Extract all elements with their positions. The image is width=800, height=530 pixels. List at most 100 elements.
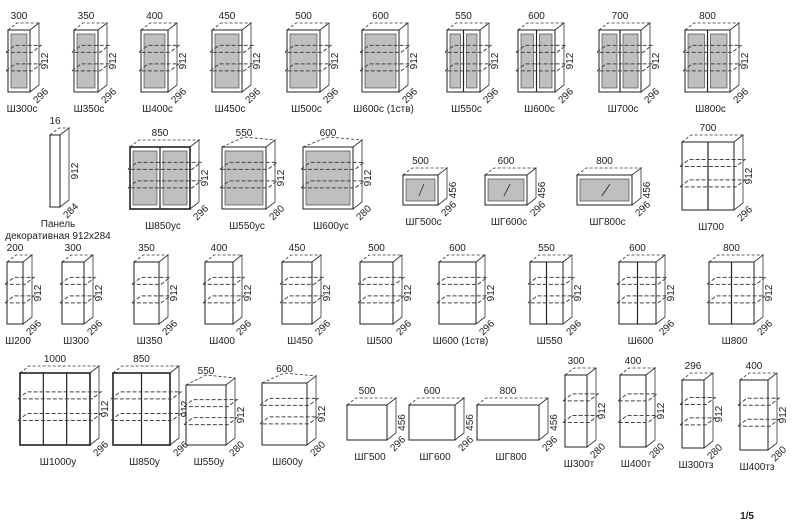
width-dim: 600 <box>276 364 293 375</box>
shelf <box>284 63 333 72</box>
depth-dim: 280 <box>267 203 287 223</box>
cabinet-name: Ш700 <box>698 222 724 233</box>
cabinet-front <box>204 261 234 325</box>
height-dim: 912 <box>573 284 584 301</box>
cabinet-name: Ш300тз <box>678 460 713 471</box>
height-dim: 912 <box>252 52 263 69</box>
glass-pane <box>466 33 478 89</box>
width-dim: 600 <box>320 128 337 139</box>
glass-pane <box>449 33 461 89</box>
shelf <box>110 391 183 400</box>
cabinet-side <box>22 254 33 325</box>
width-dim: 296 <box>685 361 702 372</box>
height-dim: 912 <box>666 284 677 301</box>
cabinet-side <box>225 377 236 446</box>
height-dim: 912 <box>276 169 287 186</box>
width-dim: 500 <box>295 11 312 22</box>
shelf <box>562 393 600 402</box>
cabinet-front <box>739 379 769 451</box>
cabinet-side <box>645 367 656 448</box>
cabinet-top <box>597 22 652 31</box>
shelf <box>359 44 412 53</box>
cabinet-name: ШГ500 <box>354 452 386 463</box>
cabinet-top <box>111 365 181 374</box>
shelf <box>59 295 97 304</box>
cabinet-side <box>479 22 490 93</box>
cabinet-name: Ш350 <box>137 336 163 347</box>
shelf <box>527 276 576 285</box>
cabinet-side <box>538 397 549 441</box>
height-dim: 912 <box>200 169 211 186</box>
height-dim: 456 <box>642 181 653 198</box>
width-dim: 700 <box>612 11 629 22</box>
cabinet-name: Ш700с <box>608 104 639 115</box>
height-dim: 912 <box>70 162 81 179</box>
cabinet-side <box>386 397 397 441</box>
glass-mark <box>503 183 511 197</box>
cabinet-side <box>311 254 322 325</box>
shelf <box>138 44 181 53</box>
cabinet-front <box>19 372 91 446</box>
height-dim: 456 <box>448 181 459 198</box>
cabinet-name: Ш600 <box>628 336 654 347</box>
shelf <box>444 44 493 53</box>
width-dim: 400 <box>146 11 163 22</box>
cabinet-name: Ш600ус <box>313 221 349 232</box>
cabinet-side <box>392 254 403 325</box>
shelf <box>679 179 747 188</box>
shelf <box>596 63 654 72</box>
cabinet-front <box>261 382 308 446</box>
cabinet-side <box>640 22 651 93</box>
height-dim: 912 <box>403 284 414 301</box>
depth-dim: 296 <box>243 86 263 106</box>
shelf <box>357 295 406 304</box>
width-dim: 600 <box>528 11 545 22</box>
width-dim: 1000 <box>44 354 67 365</box>
shelf <box>300 161 366 170</box>
cabinet-top <box>483 167 538 176</box>
shelf <box>71 63 111 72</box>
cabinet-top <box>18 365 101 374</box>
width-dim: 600 <box>629 243 646 254</box>
width-dim: 550 <box>455 11 472 22</box>
cabinet-name: Ш400т <box>621 459 652 470</box>
shelf <box>4 295 36 304</box>
cabinet-front <box>681 379 705 449</box>
width-dim: 400 <box>211 243 228 254</box>
height-dim: 912 <box>764 284 775 301</box>
glass-pane <box>289 33 318 89</box>
cabinet-side <box>767 372 778 451</box>
cabinet-side <box>454 397 465 441</box>
cabinet-name: ШГ600с <box>491 217 527 228</box>
cabinet-name: Ш550 <box>537 336 563 347</box>
shelf <box>515 63 568 72</box>
cabinet-name: ШГ800с <box>589 217 625 228</box>
width-dim: 600 <box>424 386 441 397</box>
cabinet-side <box>167 22 178 93</box>
shelf <box>202 276 246 285</box>
height-dim: 912 <box>236 406 247 423</box>
cabinet-side <box>169 365 180 446</box>
cabinet-front <box>49 134 61 208</box>
cabinet-front <box>133 261 160 325</box>
shelf <box>202 295 246 304</box>
glass-pane <box>622 33 639 89</box>
height-dim: 912 <box>490 52 501 69</box>
width-dim: 500 <box>368 243 385 254</box>
width-dim: 850 <box>133 354 150 365</box>
cabinet-front <box>61 261 85 325</box>
shelf <box>131 295 172 304</box>
height-dim: 912 <box>714 405 725 422</box>
